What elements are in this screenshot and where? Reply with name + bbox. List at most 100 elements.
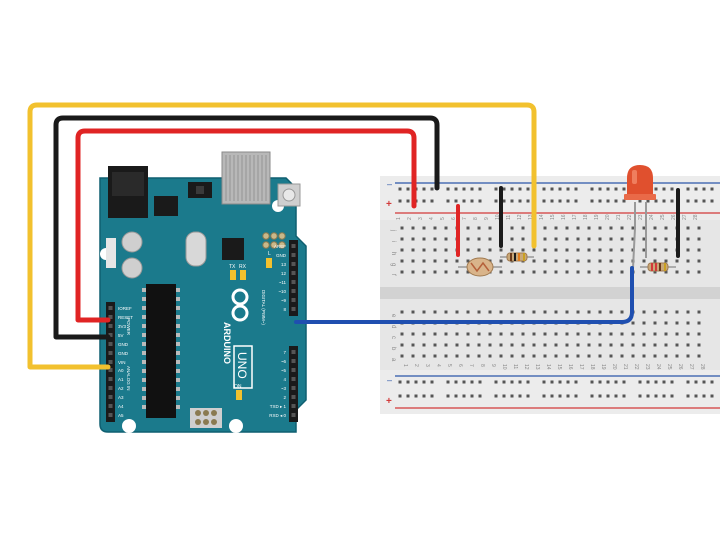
breadboard-hole <box>411 354 415 358</box>
breadboard-hole <box>521 237 525 241</box>
rail-hole <box>462 380 466 384</box>
header-socket <box>108 342 113 346</box>
breadboard-hole <box>664 310 668 314</box>
column-label: 10 <box>501 364 507 370</box>
rail-hole <box>694 187 698 191</box>
rail-hole <box>406 394 410 398</box>
column-label: 15 <box>550 214 556 220</box>
header-socket <box>108 386 113 390</box>
column-label: 24 <box>649 214 655 220</box>
column-label: 23 <box>644 364 650 370</box>
dip-pin <box>142 306 146 310</box>
breadboard-hole <box>697 259 701 263</box>
dc-jack-inner <box>112 172 144 196</box>
breadboard-hole <box>620 270 624 274</box>
header-socket <box>291 280 296 284</box>
rail-hole <box>558 187 562 191</box>
dip-pin <box>176 324 180 328</box>
breadboard-hole <box>455 310 459 314</box>
breadboard-hole <box>631 237 635 241</box>
pin-label: 12 <box>281 271 287 276</box>
dip-pin <box>142 396 146 400</box>
resistor-10k <box>500 252 534 262</box>
breadboard-hole <box>609 354 613 358</box>
dip-pin <box>176 351 180 355</box>
rail-hole <box>558 394 562 398</box>
column-label: 25 <box>666 364 672 370</box>
breadboard-hole <box>411 310 415 314</box>
breadboard-hole <box>444 343 448 347</box>
breadboard-hole <box>554 343 558 347</box>
rail-hole <box>462 187 466 191</box>
column-label: 4 <box>435 364 441 367</box>
breadboard-hole <box>466 354 470 358</box>
breadboard-hole <box>554 248 558 252</box>
column-label: 26 <box>677 364 683 370</box>
led-l <box>266 258 272 268</box>
rail-hole <box>670 199 674 203</box>
breadboard-hole <box>455 332 459 336</box>
dip-pin <box>176 378 180 382</box>
rail-hole <box>550 380 554 384</box>
breadboard-hole <box>444 310 448 314</box>
header-socket <box>291 350 296 354</box>
header-socket <box>291 289 296 293</box>
header-socket <box>291 271 296 275</box>
rail-hole <box>518 187 522 191</box>
breadboard-hole <box>543 332 547 336</box>
rail-hole <box>622 199 626 203</box>
wire-red-5v <box>75 128 417 323</box>
rail-hole <box>494 380 498 384</box>
wire-blue-pin9 <box>294 266 634 324</box>
icsp-header <box>262 232 286 249</box>
rail-hole <box>470 380 474 384</box>
header-socket <box>108 377 113 381</box>
rail-hole <box>510 199 514 203</box>
breadboard-hole <box>554 226 558 230</box>
pin-label: ~3 <box>281 386 287 391</box>
breadboard-hole <box>598 310 602 314</box>
breadboard-hole <box>697 270 701 274</box>
breadboard-hole <box>620 237 624 241</box>
breadboard-hole <box>642 259 646 263</box>
breadboard-hole <box>466 332 470 336</box>
dip-pin <box>142 288 146 292</box>
breadboard-hole <box>554 270 558 274</box>
rail-hole <box>590 394 594 398</box>
breadboard-hole <box>642 343 646 347</box>
rail-hole <box>598 199 602 203</box>
column-label: 6 <box>451 217 457 220</box>
breadboard-hole <box>609 237 613 241</box>
breadboard-hole <box>521 332 525 336</box>
rail-hole <box>518 199 522 203</box>
column-label: 17 <box>578 364 584 370</box>
breadboard-labels: 1122334455667788991010111112121313141415… <box>390 214 705 370</box>
breadboard-hole <box>587 226 591 230</box>
rail-hole <box>454 199 458 203</box>
rail-hole <box>542 199 546 203</box>
logo-loop-right <box>231 304 249 322</box>
breadboard-hole <box>620 226 624 230</box>
row-label: b <box>390 347 396 351</box>
dip-pin <box>142 333 146 337</box>
breadboard-hole <box>444 237 448 241</box>
breadboard-hole <box>499 270 503 274</box>
rail-hole <box>598 394 602 398</box>
dip-pin <box>176 387 180 391</box>
column-label: 27 <box>682 214 688 220</box>
rail-hole <box>406 380 410 384</box>
model-box <box>233 345 253 389</box>
rail-hole <box>406 187 410 191</box>
breadboard-hole <box>576 354 580 358</box>
mount-hole <box>229 419 243 433</box>
label-analog-in: ANALOG IN <box>126 366 131 391</box>
breadboard-hole <box>554 237 558 241</box>
column-label: 15 <box>556 364 562 370</box>
rail-hole <box>494 187 498 191</box>
breadboard-hole <box>477 343 481 347</box>
breadboard-hole <box>521 354 525 358</box>
breadboard-hole <box>576 226 580 230</box>
rail-hole <box>622 187 626 191</box>
